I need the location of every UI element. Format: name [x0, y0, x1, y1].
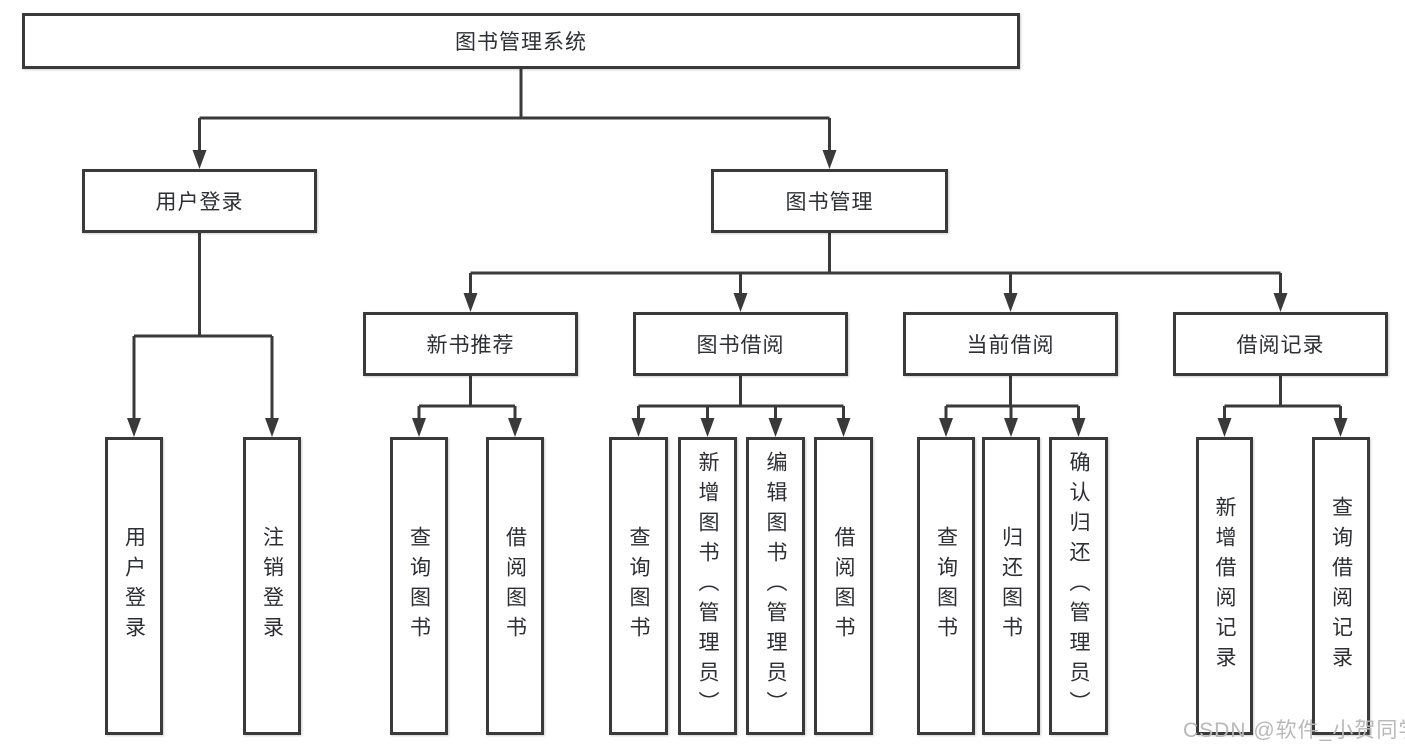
leaf-borrow-books-recommend-label: 借阅图书: [503, 526, 527, 646]
leaf-edit-book-admin: 编辑图书（管理员）: [746, 437, 805, 735]
leaf-user-login: 用户登录: [105, 437, 163, 735]
leaf-confirm-return-admin: 确认归还（管理员）: [1049, 437, 1108, 735]
leaf-query-books-borrow-label: 查询图书: [627, 526, 650, 646]
csdn-watermark: CSDN @软件_小贺同学: [1183, 719, 1405, 742]
node-system-root: 图书管理系统: [22, 13, 1020, 69]
leaf-query-borrow-record-label: 查询借阅记录: [1329, 496, 1353, 676]
leaf-add-book-admin-label: 新增图书（管理员）: [696, 451, 719, 721]
node-book-management: 图书管理: [711, 169, 948, 233]
leaf-add-borrow-record: 新增借阅记录: [1196, 437, 1253, 735]
leaf-logout-label: 注销登录: [260, 526, 284, 646]
leaf-user-login-label: 用户登录: [122, 526, 146, 646]
leaf-query-books-recommend-label: 查询图书: [407, 526, 431, 646]
leaf-borrow-books: 借阅图书: [814, 437, 873, 735]
leaf-add-book-admin: 新增图书（管理员）: [678, 437, 737, 735]
node-book-borrow: 图书借阅: [633, 312, 848, 376]
node-current-borrow: 当前借阅: [903, 312, 1118, 376]
leaf-return-book: 归还图书: [982, 437, 1040, 735]
node-book-borrow-label: 图书借阅: [696, 334, 785, 357]
node-new-book-recommend: 新书推荐: [363, 312, 578, 376]
leaf-query-books-current: 查询图书: [917, 437, 975, 735]
node-user-login: 用户登录: [82, 169, 317, 233]
node-borrow-records-label: 借阅记录: [1236, 334, 1325, 357]
leaf-add-borrow-record-label: 新增借阅记录: [1213, 496, 1236, 676]
node-book-management-label: 图书管理: [785, 191, 874, 214]
node-system-root-label: 图书管理系统: [455, 31, 587, 54]
node-current-borrow-label: 当前借阅: [966, 334, 1055, 357]
leaf-borrow-books-label: 借阅图书: [832, 526, 855, 646]
leaf-query-books-borrow: 查询图书: [609, 437, 668, 735]
leaf-logout: 注销登录: [243, 437, 301, 735]
leaf-query-books-recommend: 查询图书: [390, 437, 448, 735]
leaf-return-book-label: 归还图书: [999, 526, 1023, 646]
leaf-edit-book-admin-label: 编辑图书（管理员）: [764, 451, 787, 721]
leaf-borrow-books-recommend: 借阅图书: [486, 437, 544, 735]
node-new-book-recommend-label: 新书推荐: [426, 334, 515, 357]
leaf-query-books-current-label: 查询图书: [934, 526, 958, 646]
leaf-query-borrow-record: 查询借阅记录: [1312, 437, 1370, 735]
node-user-login-label: 用户登录: [155, 191, 244, 214]
node-borrow-records: 借阅记录: [1173, 312, 1388, 376]
leaf-confirm-return-admin-label: 确认归还（管理员）: [1067, 451, 1090, 721]
